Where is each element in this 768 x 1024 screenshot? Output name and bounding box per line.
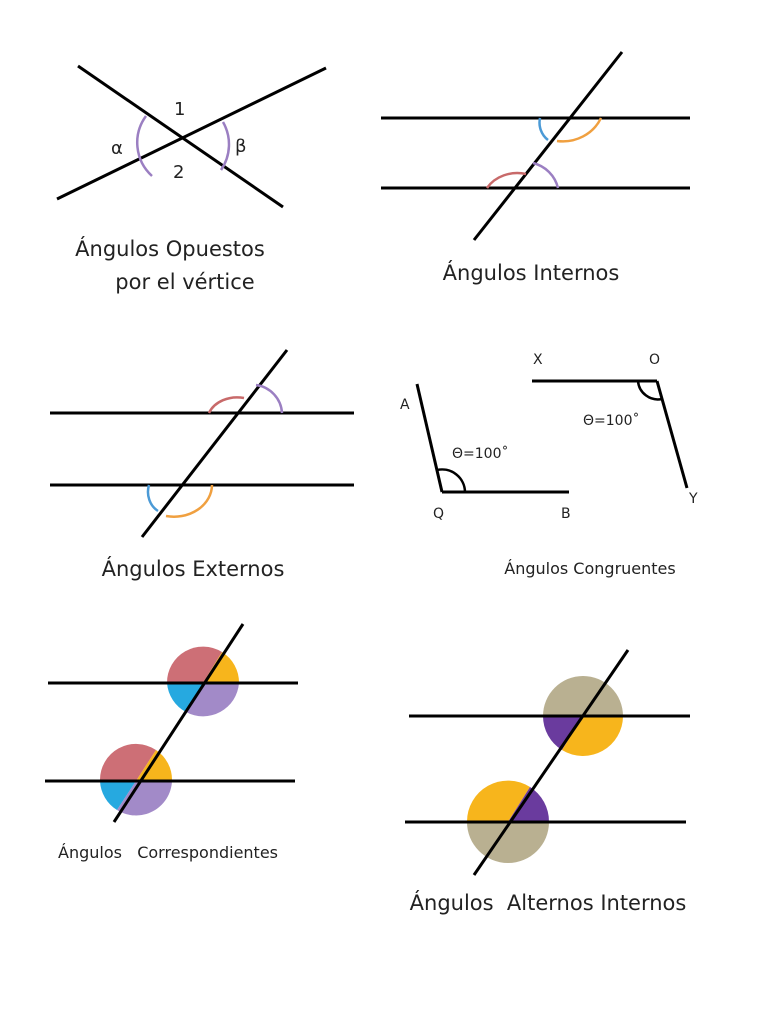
circle-lower bbox=[99, 743, 173, 816]
panel-alternos: Ángulos Alternos Internos bbox=[405, 649, 690, 915]
panel-internos: Ángulos Internos bbox=[381, 51, 690, 285]
line-b bbox=[56, 66, 327, 201]
circle-upper bbox=[166, 646, 240, 717]
sector-upper-violet bbox=[543, 716, 583, 750]
panel-opuestos: 1 2 α β Ángulos Opuestos por el vértice bbox=[56, 64, 327, 294]
angle-arc-Q bbox=[436, 468, 467, 493]
interior-arc-orange bbox=[556, 117, 603, 143]
sector-lower-red bbox=[99, 743, 156, 781]
line-a bbox=[77, 64, 284, 209]
ray-QA bbox=[415, 383, 444, 493]
exterior-arc-blue bbox=[146, 484, 159, 513]
sector-upper-cyan bbox=[167, 683, 203, 712]
label-X: X bbox=[533, 352, 543, 368]
interior-arc-red bbox=[485, 171, 527, 189]
sector-lower-yellow bbox=[466, 780, 530, 822]
transversal bbox=[472, 51, 624, 241]
angle-arc-O bbox=[636, 380, 663, 401]
sector-upper-red bbox=[166, 646, 222, 683]
transversal bbox=[140, 349, 289, 538]
caption-congruentes: Ángulos Congruentes bbox=[504, 559, 675, 578]
angle-alpha-arc bbox=[136, 115, 153, 177]
label-alpha: α bbox=[111, 138, 123, 159]
sector-lower-violet bbox=[508, 787, 550, 822]
transversal bbox=[472, 649, 630, 876]
exterior-arc-purple bbox=[255, 383, 284, 414]
label-B: B bbox=[561, 506, 571, 522]
label-Q: Q bbox=[433, 506, 444, 522]
label-1: 1 bbox=[174, 99, 185, 120]
angle-beta-arc bbox=[219, 121, 231, 171]
sector-upper-olive-top bbox=[543, 676, 623, 716]
exterior-arc-orange bbox=[165, 484, 214, 518]
exterior-arc-red bbox=[207, 396, 245, 414]
caption-opuestos-line2: por el vértice bbox=[115, 270, 254, 294]
panel-correspondientes: Ángulos Correspondientes bbox=[45, 623, 298, 862]
interior-arc-blue bbox=[538, 117, 549, 141]
sector-lower-cyan bbox=[100, 781, 136, 810]
interior-arc-purple bbox=[532, 161, 560, 189]
caption-opuestos-line1: Ángulos Opuestos bbox=[75, 236, 265, 261]
label-2: 2 bbox=[173, 162, 184, 183]
label-Y: Y bbox=[688, 491, 698, 507]
sector-lower-lavender bbox=[117, 781, 172, 816]
ray-OY bbox=[655, 380, 689, 489]
label-beta: β bbox=[235, 136, 247, 157]
panel-congruentes: A Q B Θ=100˚ X O Y Θ=100˚ Ángulos Congru… bbox=[400, 352, 698, 578]
sector-lower-olive-bottom bbox=[467, 822, 549, 863]
caption-correspondientes: Ángulos Correspondientes bbox=[58, 843, 278, 862]
angle-value-left: Θ=100˚ bbox=[452, 445, 508, 462]
caption-internos: Ángulos Internos bbox=[443, 260, 620, 285]
caption-alternos: Ángulos Alternos Internos bbox=[410, 890, 687, 915]
label-O: O bbox=[649, 352, 660, 368]
label-A: A bbox=[400, 397, 410, 413]
sector-upper-yellow bbox=[203, 652, 240, 683]
angle-value-right: Θ=100˚ bbox=[583, 412, 639, 429]
panel-externos: Ángulos Externos bbox=[50, 349, 354, 581]
caption-externos: Ángulos Externos bbox=[102, 556, 285, 581]
transversal bbox=[112, 623, 245, 823]
